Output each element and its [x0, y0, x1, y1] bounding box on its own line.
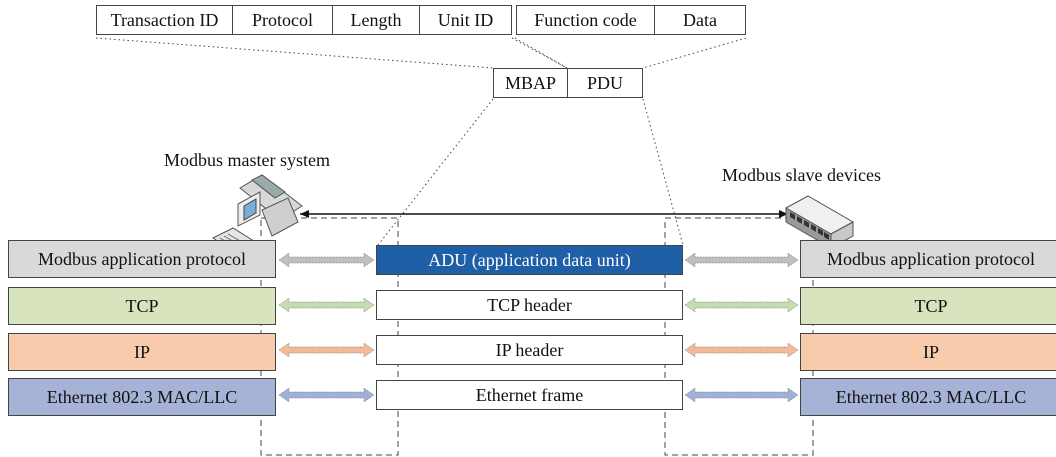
- field-protocol: Protocol: [232, 5, 333, 35]
- field-transaction-id: Transaction ID: [96, 5, 233, 35]
- layer-arrow-left-2: [278, 342, 375, 358]
- adu-box: ADU (application data unit): [376, 245, 683, 275]
- slave-label: Modbus slave devices: [722, 165, 881, 185]
- left-ip-layer: IP: [8, 333, 276, 371]
- mbap-box: MBAP: [493, 68, 568, 98]
- layer-arrow-left-0: [278, 252, 375, 268]
- field-function-code: Function code: [516, 5, 655, 35]
- pdu-box: PDU: [567, 68, 643, 98]
- switch-icon: [784, 195, 855, 249]
- ethernet-frame-box: Ethernet frame: [376, 380, 683, 410]
- left-application-layer: Modbus application protocol: [8, 240, 276, 278]
- right-ip-layer: IP: [800, 333, 1056, 371]
- left-tcp-layer: TCP: [8, 287, 276, 325]
- layer-arrow-right-3: [684, 387, 799, 403]
- right-application-layer: Modbus application protocol: [800, 240, 1056, 278]
- field-data: Data: [654, 5, 746, 35]
- master-label: Modbus master system: [164, 150, 330, 170]
- layer-arrow-right-1: [684, 297, 799, 313]
- ip-header-box: IP header: [376, 335, 683, 365]
- field-length: Length: [332, 5, 420, 35]
- right-ethernet-layer: Ethernet 802.3 MAC/LLC: [800, 378, 1056, 416]
- right-tcp-layer: TCP: [800, 287, 1056, 325]
- tcp-header-box: TCP header: [376, 290, 683, 320]
- field-unit-id: Unit ID: [419, 5, 512, 35]
- layer-arrow-left-3: [278, 387, 375, 403]
- layer-arrow-right-2: [684, 342, 799, 358]
- layer-arrow-right-0: [684, 252, 799, 268]
- left-ethernet-layer: Ethernet 802.3 MAC/LLC: [8, 378, 276, 416]
- layer-arrow-left-1: [278, 297, 375, 313]
